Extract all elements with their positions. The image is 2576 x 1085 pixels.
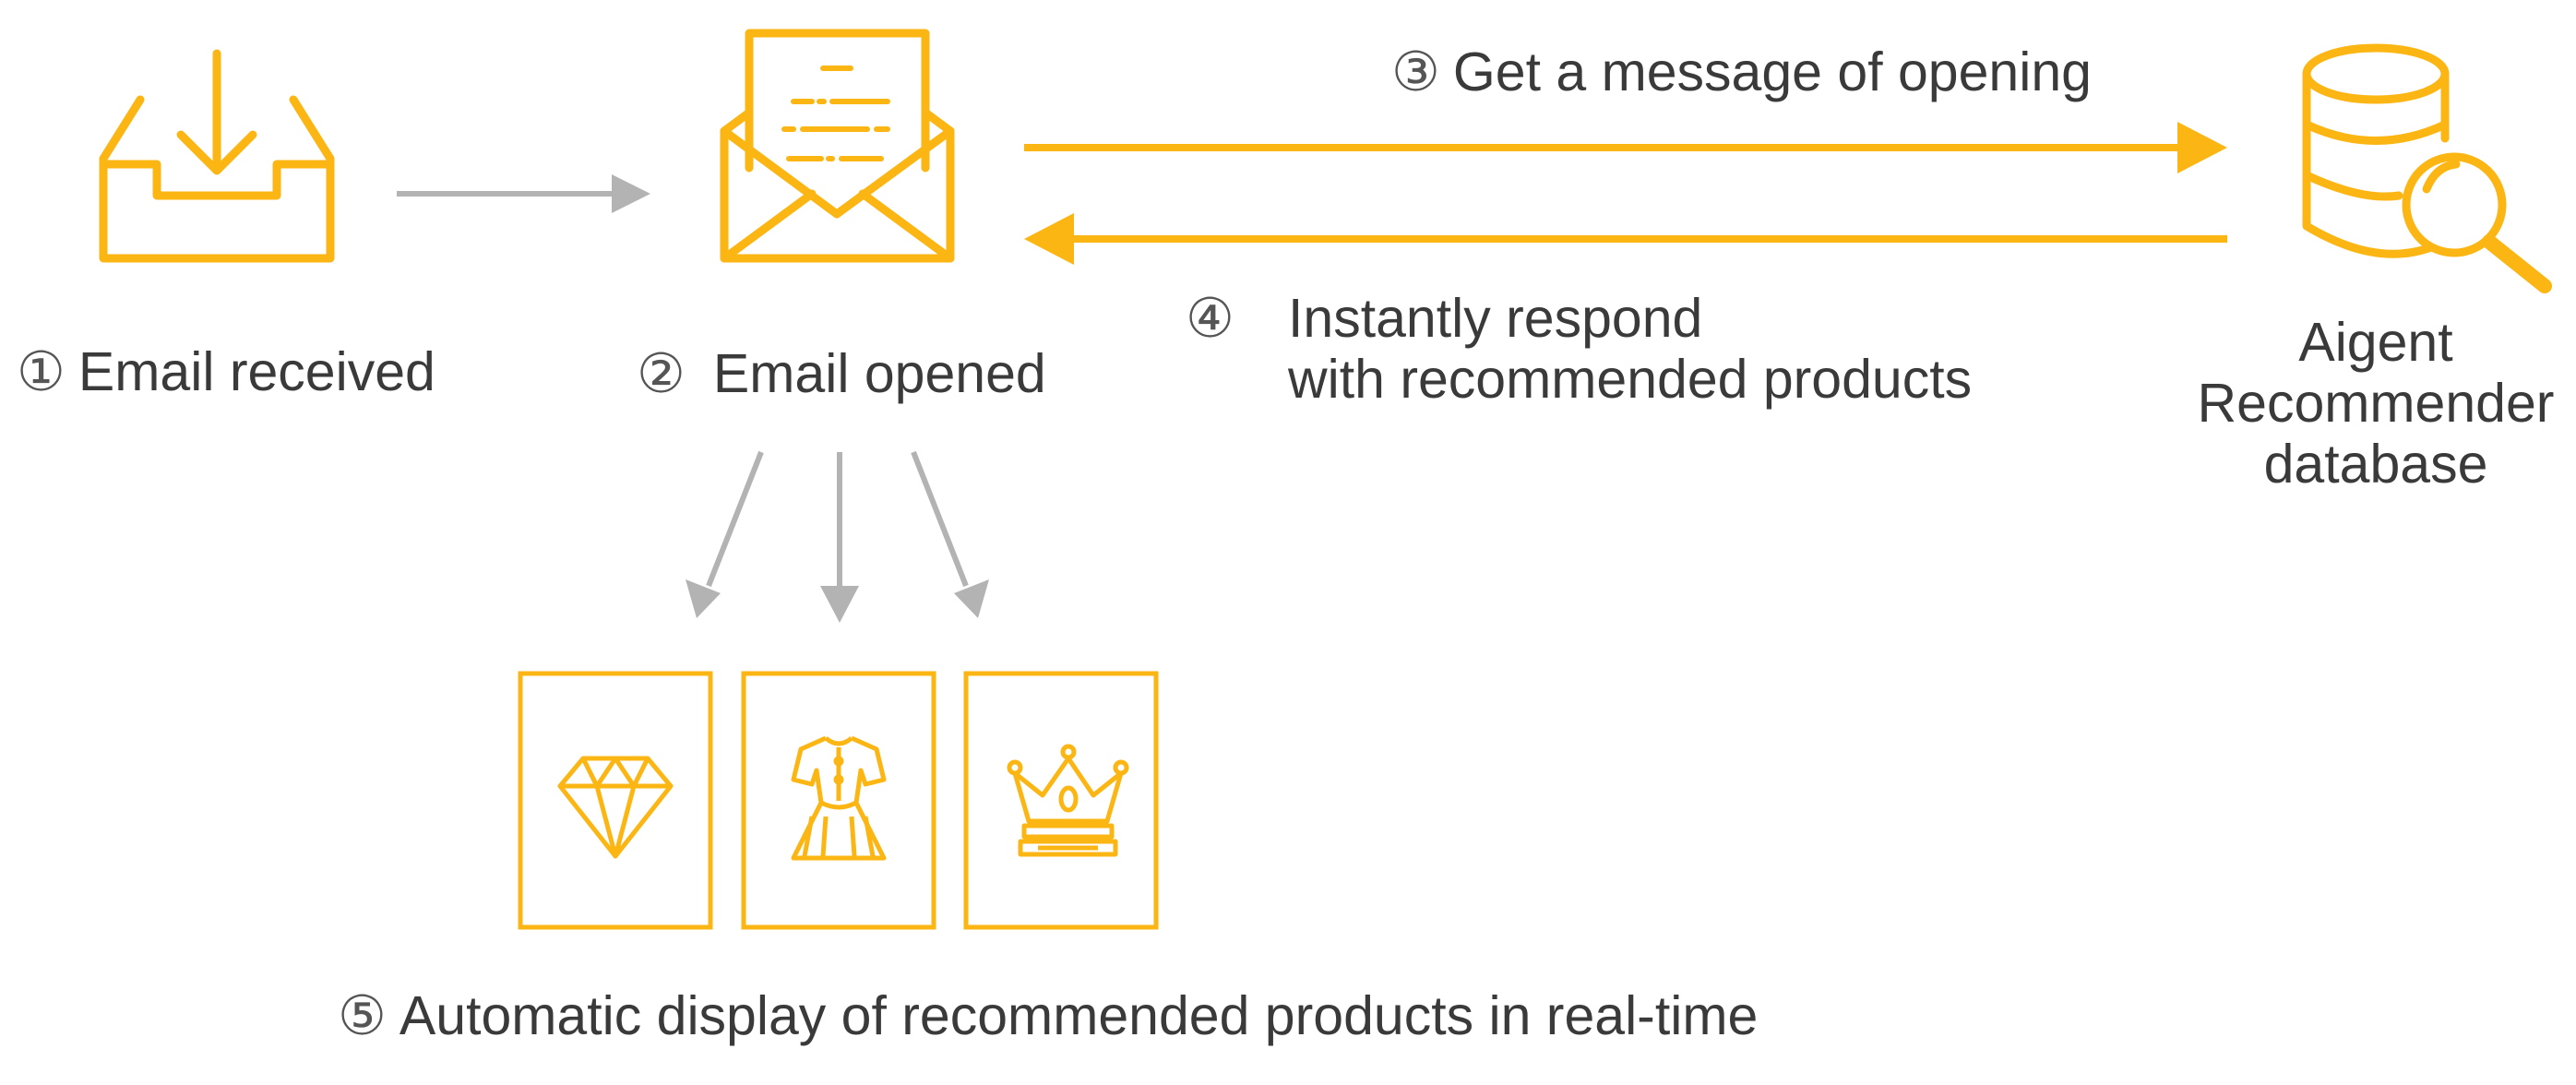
product-card-dress — [741, 671, 936, 930]
step4-text-line2: with recommended products — [1288, 349, 1973, 410]
step5-text: Automatic display of recommended product… — [399, 985, 1759, 1046]
arrow-respond-products — [1024, 213, 2227, 265]
step2-number: ② — [637, 341, 686, 405]
open-envelope-icon — [720, 29, 955, 263]
database-search-icon — [2302, 43, 2552, 293]
step4-number-label: ④ — [1186, 288, 1247, 349]
step4-text-line1: Instantly respond — [1288, 288, 1703, 349]
step5-number: ⑤ — [338, 984, 387, 1047]
diamond-icon — [557, 756, 674, 859]
step1-text: Email received — [78, 341, 435, 402]
arrows-to-products — [686, 450, 989, 623]
step3-text: Get a message of opening — [1452, 42, 2092, 102]
step2-label: ② Email opened — [637, 341, 1046, 405]
arrow-received-to-opened — [397, 174, 650, 213]
step1-number: ① — [17, 340, 66, 403]
product-card-crown — [963, 671, 1159, 930]
crown-icon — [1007, 744, 1129, 857]
database-label-line3: database — [2263, 434, 2488, 495]
step3-number: ③ — [1391, 40, 1440, 103]
step4-number: ④ — [1186, 286, 1234, 350]
product-card-diamond — [518, 671, 713, 930]
arrow-open-message — [1024, 122, 2227, 173]
database-label-line1: Aigent — [2298, 312, 2453, 373]
inbox-download-icon — [99, 49, 335, 263]
step2-text: Email opened — [712, 343, 1046, 404]
database-label-line2: Recommender — [2197, 373, 2555, 434]
dress-icon — [791, 735, 887, 861]
